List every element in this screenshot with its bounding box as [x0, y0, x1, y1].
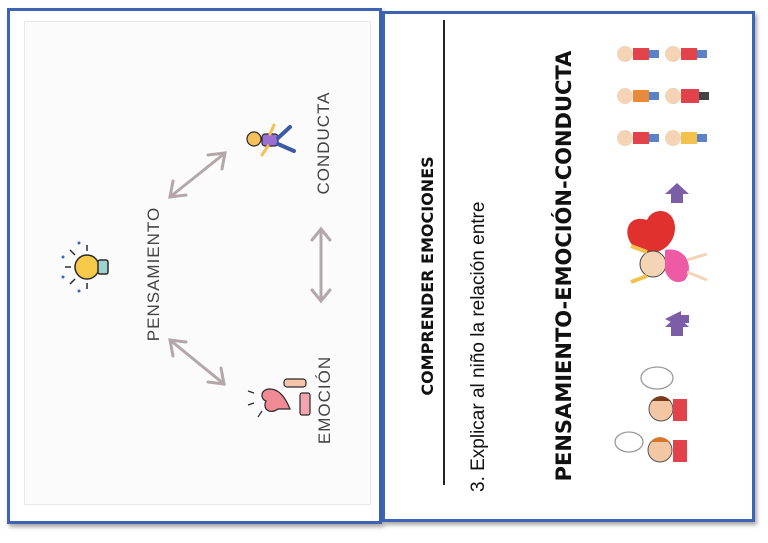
arrow-conducta-emocion [310, 226, 332, 304]
girl-with-heart-illustration [627, 210, 708, 284]
children-behavior-illustration [617, 46, 709, 146]
heart-hand-icon [247, 378, 311, 418]
up-arrow-upper-shape [665, 183, 689, 203]
diagram-panel: PENSAMIENTO CONDUCTA EMOCIÓN [7, 8, 382, 524]
activity-panel: COMPRENDER EMOCIONES 3. Explicar al niño… [382, 11, 755, 522]
illustration-strip [614, 46, 709, 463]
arrow-pensamiento-conducta [168, 151, 227, 199]
up-arrow-lower-shape [665, 316, 689, 336]
thinking-children-illustration [614, 366, 687, 463]
running-child-icon [246, 123, 296, 157]
arrow-pensamiento-emocion [168, 338, 226, 386]
lightbulb-icon [61, 241, 109, 293]
divider-line [443, 20, 445, 485]
diagram-graphics [61, 123, 332, 418]
